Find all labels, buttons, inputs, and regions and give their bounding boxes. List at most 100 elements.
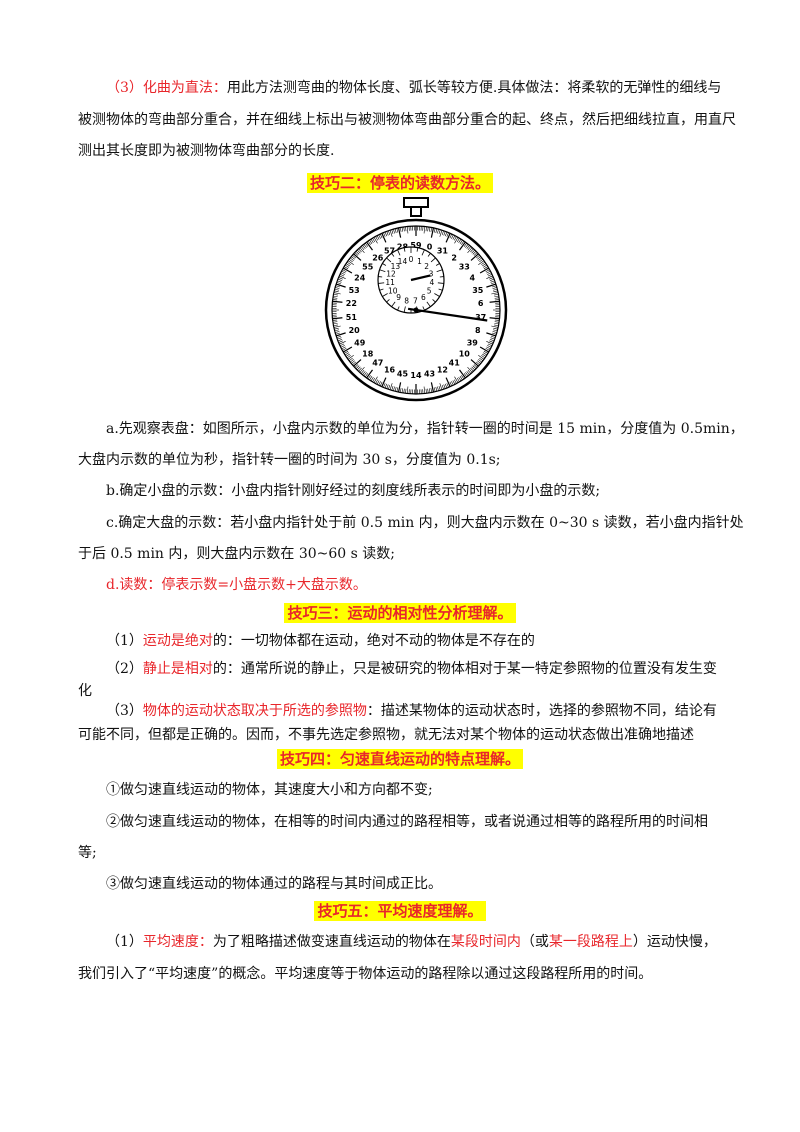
seconds-tick xyxy=(343,350,349,354)
seconds-tick xyxy=(446,232,449,237)
seconds-tick xyxy=(401,388,404,393)
seconds-label: 45 xyxy=(397,370,409,379)
seconds-label: 59 xyxy=(410,241,422,250)
minute-tick xyxy=(435,263,440,266)
seconds-label: 47 xyxy=(372,359,383,368)
paragraph-c-line-2: 于后 0.5 min 内，则大盘内示数在 30~60 s 读数; xyxy=(78,546,395,562)
seconds-tick xyxy=(366,241,373,251)
minute-label: 5 xyxy=(427,287,432,296)
seconds-tick xyxy=(347,260,354,265)
seconds-tick xyxy=(454,376,459,383)
seconds-label: 57 xyxy=(384,247,395,256)
seconds-tick xyxy=(479,357,484,362)
seconds-tick xyxy=(479,258,484,263)
seconds-tick xyxy=(401,227,404,232)
minute-tick xyxy=(437,282,444,284)
minute-label: 3 xyxy=(429,270,434,279)
seconds-tick xyxy=(491,292,499,295)
seconds-tick xyxy=(482,353,487,357)
seconds-tick xyxy=(333,325,341,328)
minute-label: 13 xyxy=(391,262,401,271)
seconds-tick xyxy=(388,384,391,390)
seconds-tick xyxy=(430,227,433,232)
seconds-label: 24 xyxy=(354,274,366,283)
seconds-tick xyxy=(394,228,397,234)
seconds-tick xyxy=(489,338,495,342)
seconds-tick xyxy=(337,280,342,283)
seconds-tick xyxy=(362,371,366,375)
minute-label: 2 xyxy=(424,262,429,271)
seconds-tick xyxy=(373,376,378,383)
seconds-tick xyxy=(472,251,477,255)
seconds-tick xyxy=(471,366,475,371)
uniform-item-2: ②做匀速直线运动的物体，在相等的时间内通过的路程相等，或者说通过相等的路程所用的… xyxy=(106,814,708,830)
seconds-tick xyxy=(466,371,470,375)
seconds-tick xyxy=(342,348,347,351)
minute-label: 9 xyxy=(396,293,401,302)
seconds-tick xyxy=(406,386,409,394)
seconds-tick xyxy=(437,386,439,391)
seconds-tick xyxy=(479,267,490,274)
seconds-tick xyxy=(489,300,500,303)
seconds-tick xyxy=(376,235,380,240)
minute-tick xyxy=(382,263,387,266)
seconds-tick xyxy=(333,295,338,298)
seconds-tick xyxy=(443,231,446,236)
seconds-tick xyxy=(487,272,492,275)
seconds-tick xyxy=(393,386,395,391)
seconds-tick xyxy=(396,387,399,392)
seconds-tick xyxy=(492,331,497,333)
seconds-tick xyxy=(438,386,441,391)
minute-tick xyxy=(438,288,443,291)
seconds-tick xyxy=(492,329,498,332)
seconds-label: 35 xyxy=(472,286,484,295)
seconds-tick xyxy=(389,383,393,390)
seconds-tick xyxy=(444,383,448,389)
seconds-label: 8 xyxy=(475,326,481,335)
seconds-tick xyxy=(359,247,365,253)
average-speed-line-2: 我们引入了“平均速度”的概念。平均速度等于物体运动的路程除以通过这段路程所用的时… xyxy=(78,966,653,982)
seconds-tick xyxy=(332,300,343,303)
seconds-tick xyxy=(456,237,460,243)
seconds-tick xyxy=(383,383,386,388)
section-3-text-1: 用此方法测弯曲的物体长度、弧长等较方便.具体做法：将柔软的无弹性的细线与 xyxy=(226,80,722,96)
seconds-tick xyxy=(441,230,444,236)
seconds-tick xyxy=(492,332,497,335)
seconds-tick xyxy=(352,254,357,259)
seconds-tick xyxy=(492,287,497,289)
seconds-tick xyxy=(339,341,346,345)
seconds-tick xyxy=(334,290,339,293)
seconds-tick xyxy=(486,341,493,345)
stopwatch-seconds-ticks xyxy=(332,226,500,394)
heading-relativity: 技巧三：运动的相对性分析理解。 xyxy=(0,602,800,623)
seconds-tick xyxy=(433,228,436,233)
seconds-tick xyxy=(378,381,381,386)
seconds-tick xyxy=(458,376,462,382)
minute-tick xyxy=(430,257,436,263)
seconds-tick xyxy=(473,252,478,256)
seconds-tick xyxy=(333,292,341,295)
seconds-tick xyxy=(349,359,354,363)
seconds-tick xyxy=(339,343,345,347)
minute-tick xyxy=(421,249,425,256)
seconds-tick xyxy=(486,283,497,288)
seconds-label: 49 xyxy=(354,339,366,348)
seconds-tick xyxy=(405,226,407,232)
seconds-tick xyxy=(443,384,446,389)
seconds-tick xyxy=(459,239,463,244)
minute-label: 4 xyxy=(429,278,434,287)
paragraph-c-line-1: c.确定大盘的示数：若小盘内指针处于前 0.5 min 内，则大盘内示数在 0~… xyxy=(106,515,744,531)
seconds-tick xyxy=(430,382,435,393)
seconds-tick xyxy=(335,287,340,289)
seconds-tick xyxy=(358,248,362,253)
seconds-tick xyxy=(467,247,473,253)
seconds-tick xyxy=(494,319,500,321)
seconds-tick xyxy=(493,290,498,293)
seconds-tick xyxy=(351,256,355,260)
seconds-label: 39 xyxy=(467,339,479,348)
seconds-tick xyxy=(494,297,500,299)
seconds-tick xyxy=(486,346,491,350)
